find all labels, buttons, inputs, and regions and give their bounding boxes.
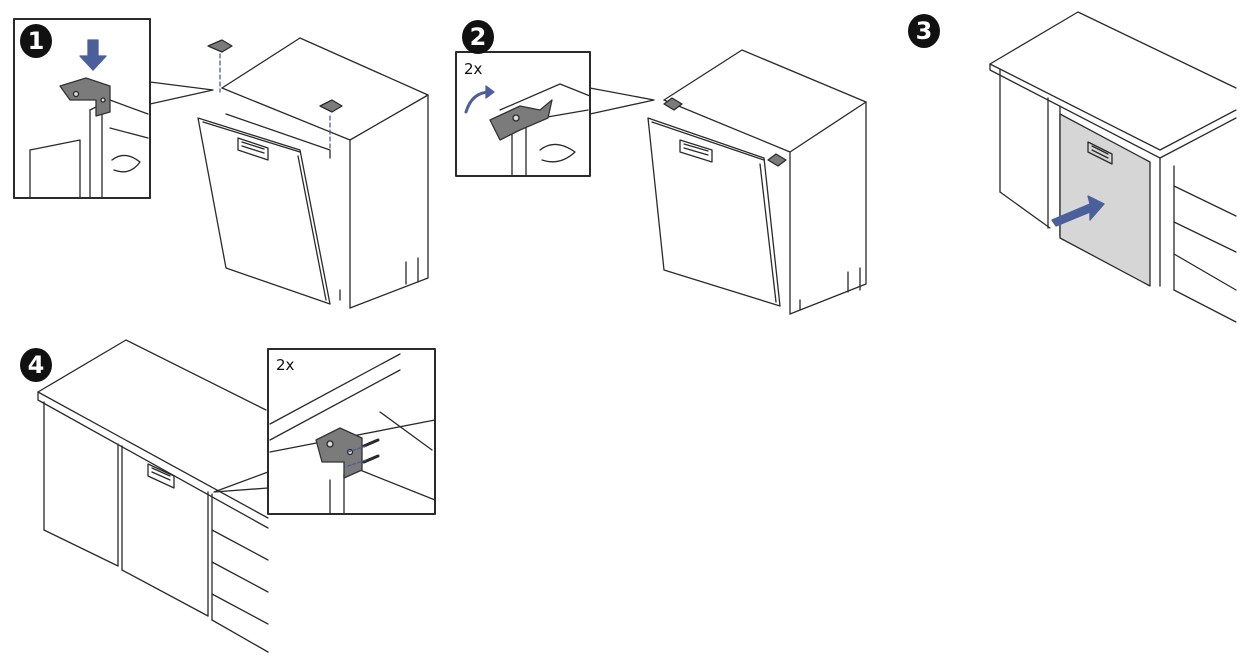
step-2-inset-detail xyxy=(464,83,591,177)
step-1-illustration xyxy=(13,18,429,309)
down-arrow-icon xyxy=(79,39,107,71)
dishwasher-front-panel xyxy=(1059,113,1151,287)
step-1-inset-frame xyxy=(13,18,151,199)
step-3-illustration xyxy=(989,11,1237,323)
step-2-callout-pointer xyxy=(589,87,655,115)
step-4-callout-pointer xyxy=(213,471,269,493)
step-4-illustration xyxy=(37,339,436,653)
step-3-badge: 3 xyxy=(908,14,940,48)
step-4-inset-frame xyxy=(267,348,436,515)
push-arrow-icon xyxy=(1051,195,1105,227)
mounting-bracket-icon xyxy=(663,97,683,111)
step-1-badge: 1 xyxy=(20,24,52,58)
step-4-badge: 4 xyxy=(20,348,52,382)
mounting-bracket-icon xyxy=(59,77,111,117)
step-1-dishwasher xyxy=(197,37,429,309)
step-2-badge: 2 xyxy=(462,20,494,54)
step-2-quantity-label: 2x xyxy=(464,60,483,78)
step-2-illustration xyxy=(455,49,867,315)
step-4-quantity-label: 2x xyxy=(276,356,295,374)
mounting-bracket-icon xyxy=(767,153,787,167)
screw-icon xyxy=(362,438,380,448)
mounting-bracket-icon xyxy=(315,427,363,479)
step-1-inset-detail xyxy=(29,39,149,199)
step-4-inset-detail xyxy=(269,353,436,515)
mounting-bracket-icon xyxy=(207,39,233,53)
mounting-bracket-icon xyxy=(319,99,343,113)
step-2-dishwasher xyxy=(647,49,867,315)
mounting-bracket-icon xyxy=(489,99,553,141)
step-1-callout-pointer xyxy=(149,81,214,105)
screw-icon xyxy=(362,454,380,464)
